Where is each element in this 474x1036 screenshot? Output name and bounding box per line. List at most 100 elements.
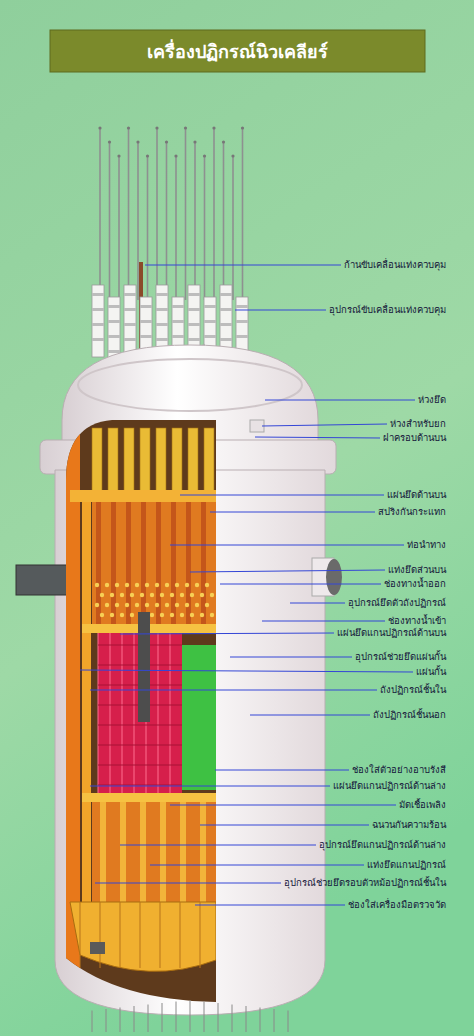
rod-cap — [241, 126, 244, 129]
instrument-tube — [232, 1005, 233, 1033]
guide-tube-top — [204, 428, 214, 494]
leader-line — [180, 495, 384, 496]
guide-tube-top — [140, 428, 150, 494]
rod-cap — [174, 154, 177, 157]
plate-hole — [185, 603, 189, 607]
plate-hole — [165, 583, 169, 587]
part-label: ถังปฏิกรณ์ชั้นนอก — [373, 709, 446, 721]
plate-hole — [160, 593, 164, 597]
control-rod — [175, 156, 177, 300]
leader-line — [80, 670, 413, 672]
plate-hole — [180, 593, 184, 597]
fuel-line — [98, 633, 99, 793]
housing-band — [172, 305, 184, 308]
instrument-box — [90, 942, 105, 954]
leader-line — [90, 690, 377, 691]
plate-hole — [145, 603, 149, 607]
plate-hole — [190, 613, 194, 617]
housing-band — [108, 305, 120, 308]
housing-band — [140, 305, 152, 308]
instrument-tube — [274, 1009, 275, 1032]
control-rod — [128, 128, 130, 300]
instrument-tube — [260, 1008, 261, 1033]
plate-hole — [210, 593, 214, 597]
guide-tube-top — [172, 428, 182, 494]
lower-grid — [180, 902, 181, 968]
housing-band — [220, 293, 232, 296]
fuel-line — [158, 633, 159, 793]
control-rod — [99, 128, 101, 300]
part-label: มัดเชื้อเพลิง — [399, 799, 446, 811]
part-label: แผ่นยึดแกนปฏิกรณ์ด้านบน — [337, 627, 446, 639]
leader-line — [190, 570, 385, 572]
housing-band — [124, 308, 136, 311]
leader-line — [265, 400, 415, 401]
part-label: แท่งยึดแกนปฏิกรณ์ — [367, 859, 446, 871]
lower-grid — [160, 902, 161, 968]
lower-grid — [140, 902, 141, 968]
instrument-tube — [106, 1009, 107, 1032]
housing-band — [172, 320, 184, 323]
housing-band — [188, 308, 200, 311]
drive-housing — [124, 285, 136, 357]
rod-cap — [231, 154, 234, 157]
rod-cap — [212, 126, 215, 129]
fuel-line — [110, 633, 111, 793]
plate-hole — [110, 593, 114, 597]
plate-hole — [120, 613, 124, 617]
part-label: ฉนวนกันความร้อน — [372, 819, 446, 831]
plate-hole — [185, 583, 189, 587]
control-rod — [166, 142, 168, 300]
part-label: อุปกรณ์ขับเคลื่อนแท่งควบคุม — [329, 304, 446, 316]
control-rod — [118, 156, 120, 300]
housing-band — [236, 320, 248, 323]
control-rod — [137, 142, 139, 300]
upper-support-plate — [70, 490, 220, 502]
housing-band — [156, 308, 168, 311]
plate-hole — [200, 593, 204, 597]
plate-hole — [155, 603, 159, 607]
part-label: ช่องใส่ตัวอย่างอาบรังสี — [352, 764, 446, 776]
plate-hole — [175, 603, 179, 607]
rod-cap — [203, 154, 206, 157]
support-column — [120, 802, 126, 902]
grid-line — [98, 765, 182, 766]
lower-plenum — [92, 802, 217, 902]
inlet-opening — [326, 559, 342, 595]
housing-band — [204, 305, 216, 308]
outlet-nozzle — [16, 565, 68, 595]
housing-band — [156, 293, 168, 296]
part-label: แท่งยึดส่วนบน — [388, 564, 446, 576]
leader-line — [220, 584, 381, 585]
leader-line — [95, 883, 281, 884]
control-rod — [185, 128, 187, 300]
instrument-tube — [204, 1002, 205, 1033]
leader-line — [170, 805, 396, 806]
instrument-tube — [148, 1005, 149, 1033]
plate-hole — [95, 603, 99, 607]
part-label: อุปกรณ์ยึดแกนปฏิกรณ์ด้านล่าง — [319, 839, 446, 851]
housing-band — [156, 338, 168, 341]
leader-line — [210, 512, 375, 513]
part-label: ถังปฏิกรณ์ชั้นใน — [380, 684, 446, 696]
leader-line — [215, 770, 349, 771]
rod-cap — [184, 126, 187, 129]
housing-band — [236, 305, 248, 308]
housing-band — [124, 293, 136, 296]
support-column — [100, 802, 106, 902]
plate-hole — [95, 583, 99, 587]
guide-tube-top — [108, 428, 118, 494]
part-label: แผ่นกั้น — [416, 666, 446, 678]
plate-hole — [195, 603, 199, 607]
plate-hole — [100, 613, 104, 617]
leader-line — [170, 545, 404, 546]
housing-band — [236, 335, 248, 338]
head-ring — [78, 359, 302, 411]
control-rod — [242, 128, 244, 300]
housing-band — [108, 350, 120, 353]
lower-grid — [200, 902, 201, 968]
leader-line — [120, 845, 316, 846]
support-column — [200, 802, 206, 902]
guide-tube-top — [188, 428, 198, 494]
control-rod — [204, 156, 206, 300]
